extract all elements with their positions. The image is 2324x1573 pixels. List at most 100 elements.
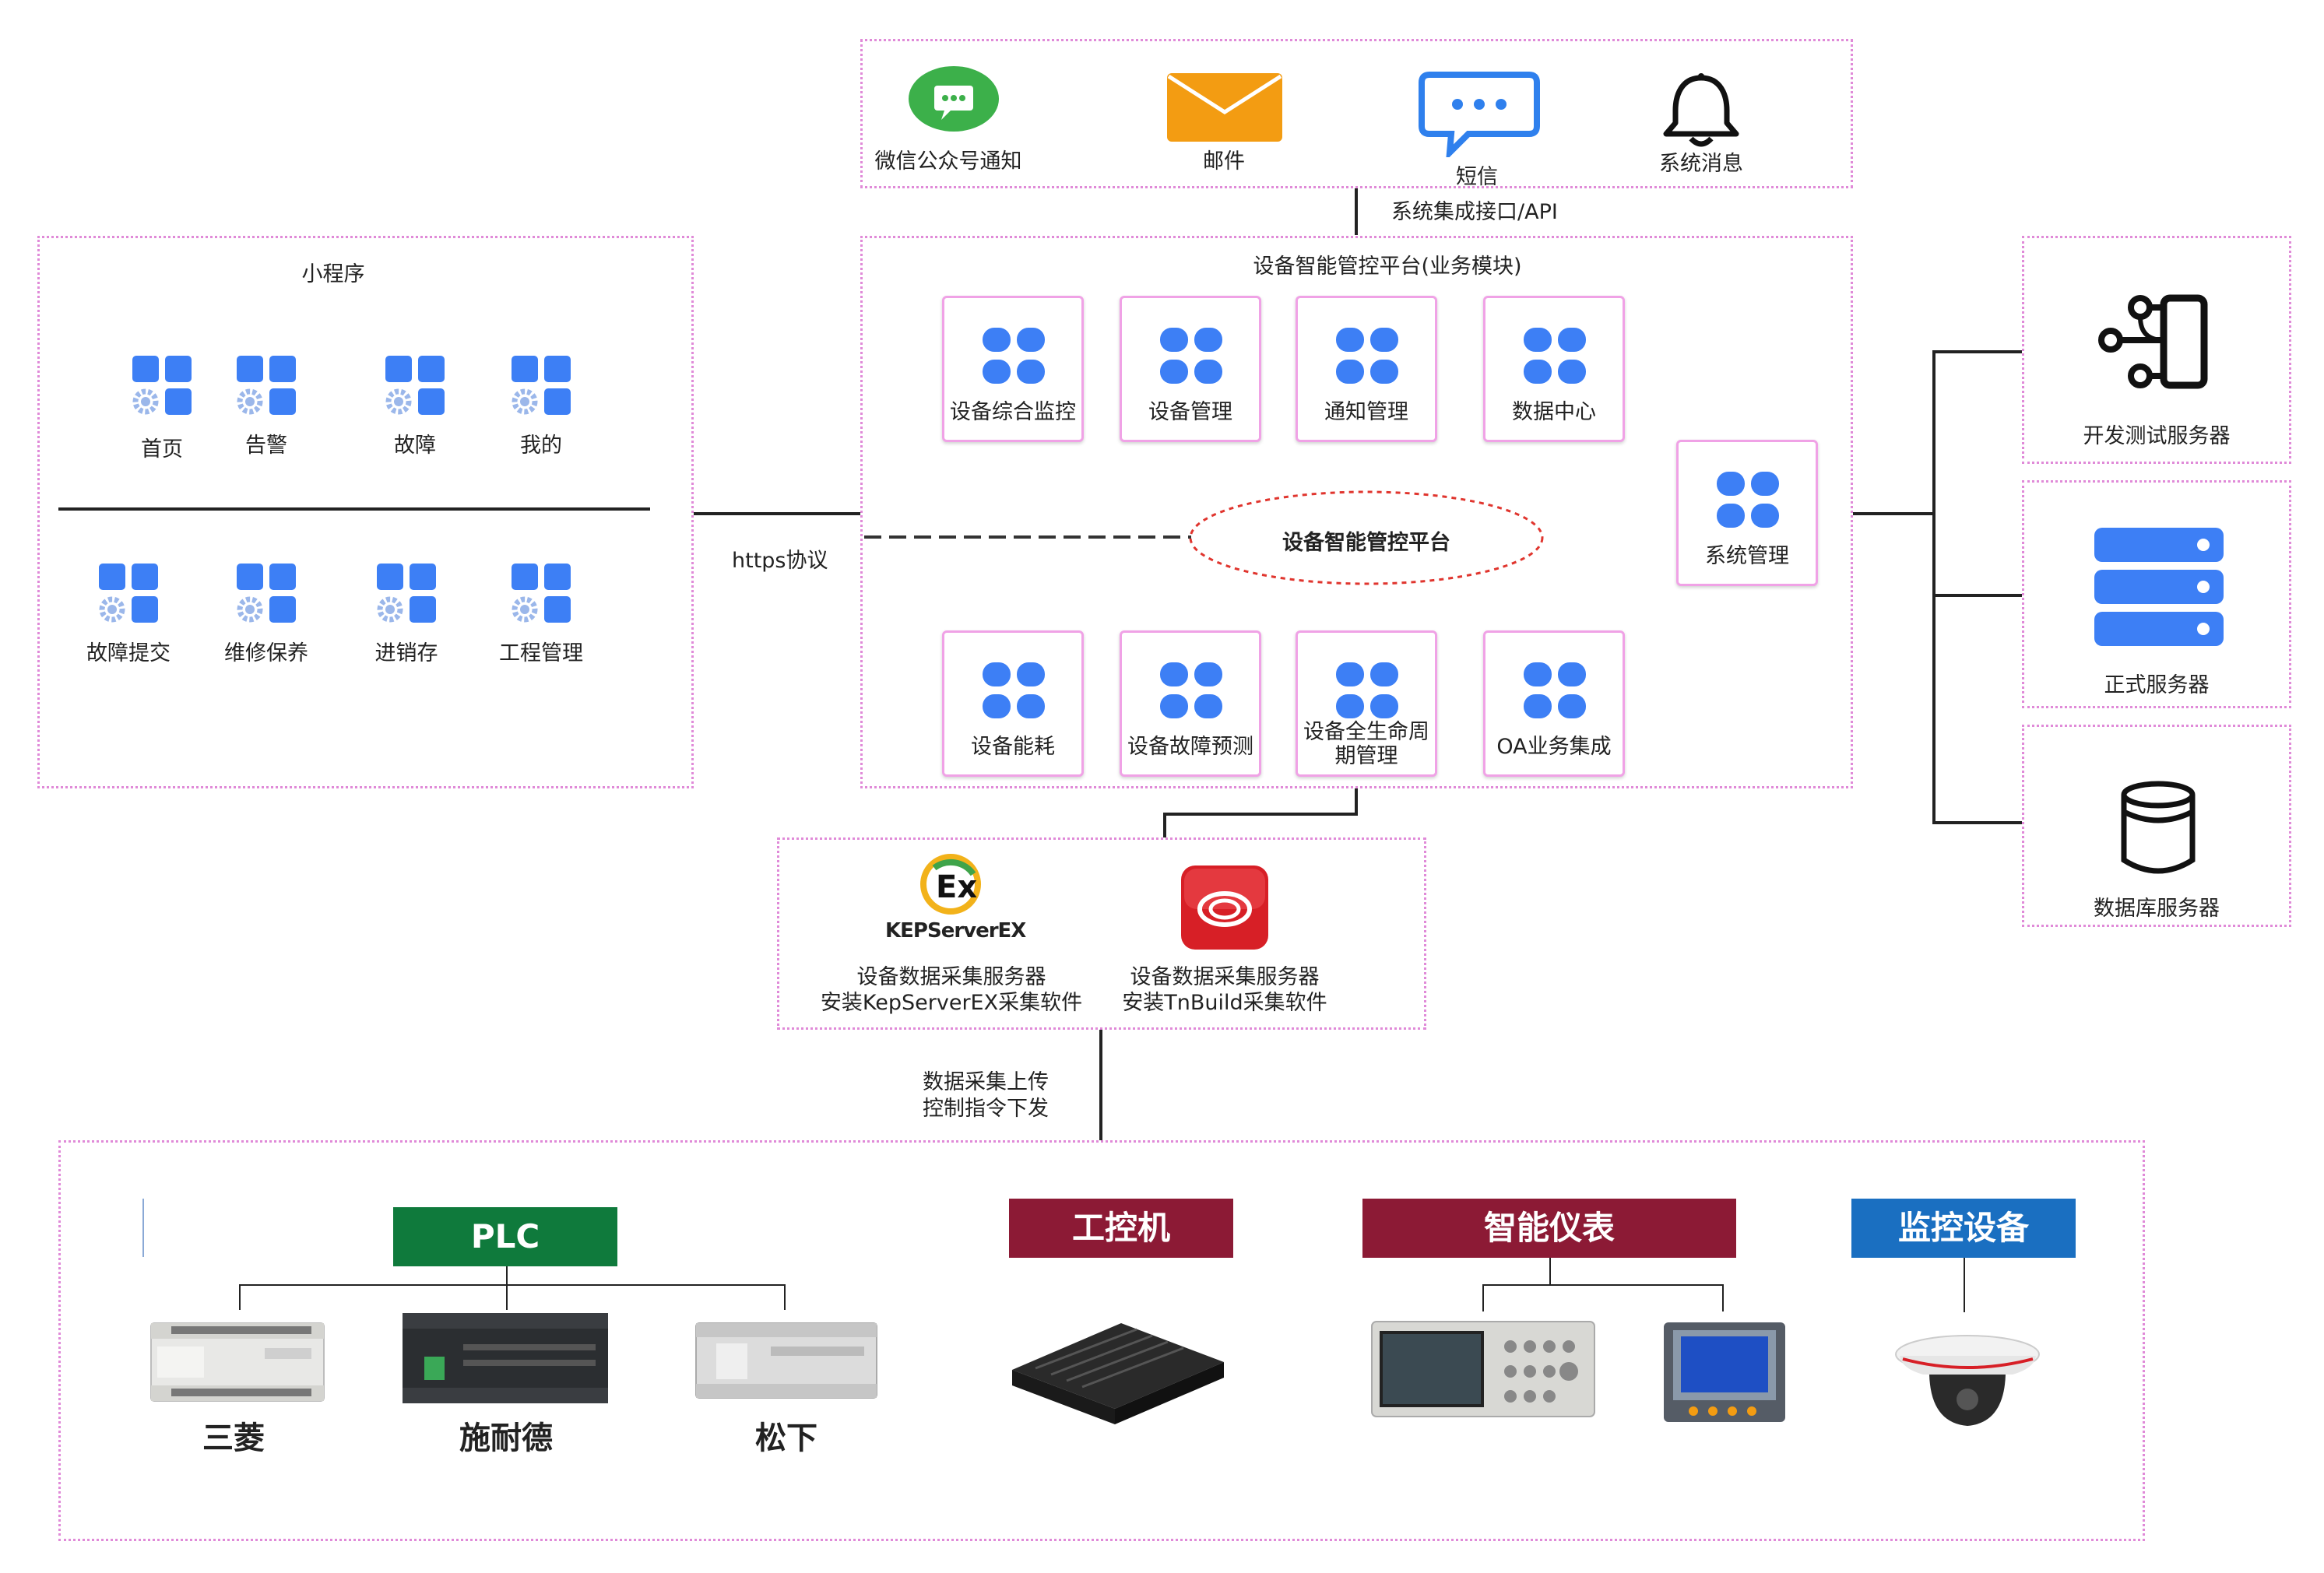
- app-label: 首页: [141, 437, 183, 462]
- app-label: 进销存: [374, 641, 438, 665]
- module-label: 通知管理: [1324, 400, 1408, 424]
- module-label: 设备故障预测: [1127, 735, 1253, 759]
- app-label: 工程管理: [499, 641, 583, 665]
- meter-bus: [1482, 1284, 1724, 1286]
- module-grid-icon: [1336, 662, 1398, 718]
- app-gear-grid-icon: [377, 564, 436, 623]
- miniapp-item-row1[interactable]: 我的: [510, 354, 572, 458]
- notification-box: [860, 39, 1853, 188]
- db-server-box: [2022, 725, 2291, 927]
- module-label: 设备能耗: [971, 735, 1055, 759]
- module-grid-icon: [1717, 472, 1779, 528]
- server-rack-icon: [2094, 528, 2224, 646]
- api-connector: [1355, 188, 1358, 235]
- monitor-stem: [1964, 1258, 1965, 1312]
- app-label: 故障提交: [86, 641, 171, 665]
- server-connector-v: [1932, 350, 1935, 823]
- prod-server-box: [2022, 480, 2291, 708]
- industrial-pc-image: [1012, 1323, 1224, 1424]
- database-icon: [2121, 781, 2196, 874]
- platform-module[interactable]: OA业务集成: [1483, 630, 1625, 777]
- collect-connector-v2: [1163, 813, 1166, 837]
- module-label: 系统管理: [1705, 544, 1789, 568]
- flow-server-icon: [2098, 294, 2208, 389]
- sms-icon: [1419, 72, 1540, 157]
- meter-stem: [1549, 1258, 1551, 1285]
- app-label: 故障: [394, 434, 436, 458]
- miniapp-title: 小程序: [301, 262, 365, 286]
- collect-connector-h: [1163, 813, 1358, 816]
- plc-stem: [506, 1266, 508, 1310]
- tnbuild-logo-icon: [1181, 866, 1268, 950]
- device-box: [58, 1140, 2145, 1541]
- module-grid-icon: [1524, 662, 1586, 718]
- miniapp-item-row2[interactable]: 工程管理: [499, 562, 583, 665]
- miniapp-box: [37, 236, 694, 788]
- brand-mitsubishi: 三菱: [202, 1420, 265, 1456]
- app-gear-grid-icon: [132, 356, 192, 415]
- miniapp-divider: [58, 507, 650, 511]
- app-gear-grid-icon: [512, 356, 571, 415]
- platform-module[interactable]: 设备故障预测: [1120, 630, 1261, 777]
- miniapp-item-row1[interactable]: 告警: [235, 354, 297, 458]
- miniapp-item-row2[interactable]: 进销存: [375, 562, 438, 665]
- server-branch-2: [1932, 594, 2022, 597]
- platform-module[interactable]: 设备全生命周期管理: [1296, 630, 1437, 777]
- kep-line-2: 安装KepServerEX采集软件: [820, 991, 1083, 1015]
- platform-module[interactable]: 设备管理: [1120, 296, 1261, 442]
- api-label: 系统集成接口/API: [1391, 200, 1558, 224]
- miniapp-item-row2[interactable]: 故障提交: [86, 562, 171, 665]
- ipc-header: 工控机: [1009, 1199, 1233, 1258]
- tn-line-2: 安装TnBuild采集软件: [1122, 991, 1327, 1015]
- bell-icon: [1663, 73, 1739, 147]
- upload-label-1: 数据采集上传: [923, 1070, 1049, 1094]
- server-branch-1: [1932, 350, 2022, 353]
- platform-module[interactable]: 设备综合监控: [942, 296, 1084, 442]
- miniapp-item-row2[interactable]: 维修保养: [224, 562, 308, 665]
- server-branch-3: [1932, 821, 2022, 824]
- upload-label-2: 控制指令下发: [923, 1097, 1049, 1121]
- app-gear-grid-icon: [237, 356, 296, 415]
- bell-label: 系统消息: [1659, 152, 1743, 176]
- module-grid-icon: [1160, 328, 1222, 384]
- tn-line-1: 设备数据采集服务器: [1130, 965, 1320, 989]
- miniapp-item-row1[interactable]: 首页: [131, 354, 193, 462]
- meter-drop-2: [1722, 1284, 1724, 1311]
- wechat-label: 微信公众号通知: [874, 149, 1022, 174]
- module-label: 设备管理: [1148, 400, 1232, 424]
- kepserverex-logo-icon: Ex: [920, 854, 981, 915]
- platform-module[interactable]: 通知管理: [1296, 296, 1437, 442]
- app-gear-grid-icon: [385, 356, 445, 415]
- dome-camera-image: [1895, 1335, 2040, 1426]
- db-server-label: 数据库服务器: [2094, 897, 2220, 921]
- platform-center-ellipse: [1189, 490, 1544, 585]
- platform-module[interactable]: 数据中心: [1483, 296, 1625, 442]
- platform-module[interactable]: 设备能耗: [942, 630, 1084, 777]
- module-system-management[interactable]: 系统管理: [1676, 440, 1818, 586]
- brand-schneider: 施耐德: [459, 1420, 553, 1456]
- plc-drop-1: [239, 1284, 241, 1310]
- server-connector-h: [1853, 512, 1935, 515]
- miniapp-item-row1[interactable]: 故障: [384, 354, 446, 458]
- collect-box: [777, 837, 1426, 1030]
- dev-server-label: 开发测试服务器: [2083, 424, 2231, 448]
- platform-center-label: 设备智能管控平台: [1282, 531, 1450, 555]
- kep-line-1: 设备数据采集服务器: [856, 965, 1046, 989]
- platform-box: [860, 236, 1853, 788]
- upload-connector: [1099, 1030, 1102, 1140]
- plc-header: PLC: [393, 1207, 617, 1266]
- meter-header: 智能仪表: [1362, 1199, 1736, 1258]
- module-label: 设备综合监控: [950, 400, 1076, 424]
- mitsubishi-plc-image: [150, 1322, 325, 1402]
- app-gear-grid-icon: [237, 564, 296, 623]
- module-grid-icon: [1160, 662, 1222, 718]
- collect-connector-v1: [1355, 788, 1358, 816]
- brand-panasonic: 松下: [755, 1420, 817, 1456]
- app-gear-grid-icon: [512, 564, 571, 623]
- meter-drop-1: [1482, 1284, 1484, 1311]
- mail-icon: [1167, 73, 1282, 142]
- module-label: 设备全生命周期管理: [1303, 720, 1429, 768]
- mail-label: 邮件: [1203, 149, 1245, 174]
- schneider-plc-image: [403, 1313, 608, 1403]
- module-label: 数据中心: [1512, 400, 1596, 424]
